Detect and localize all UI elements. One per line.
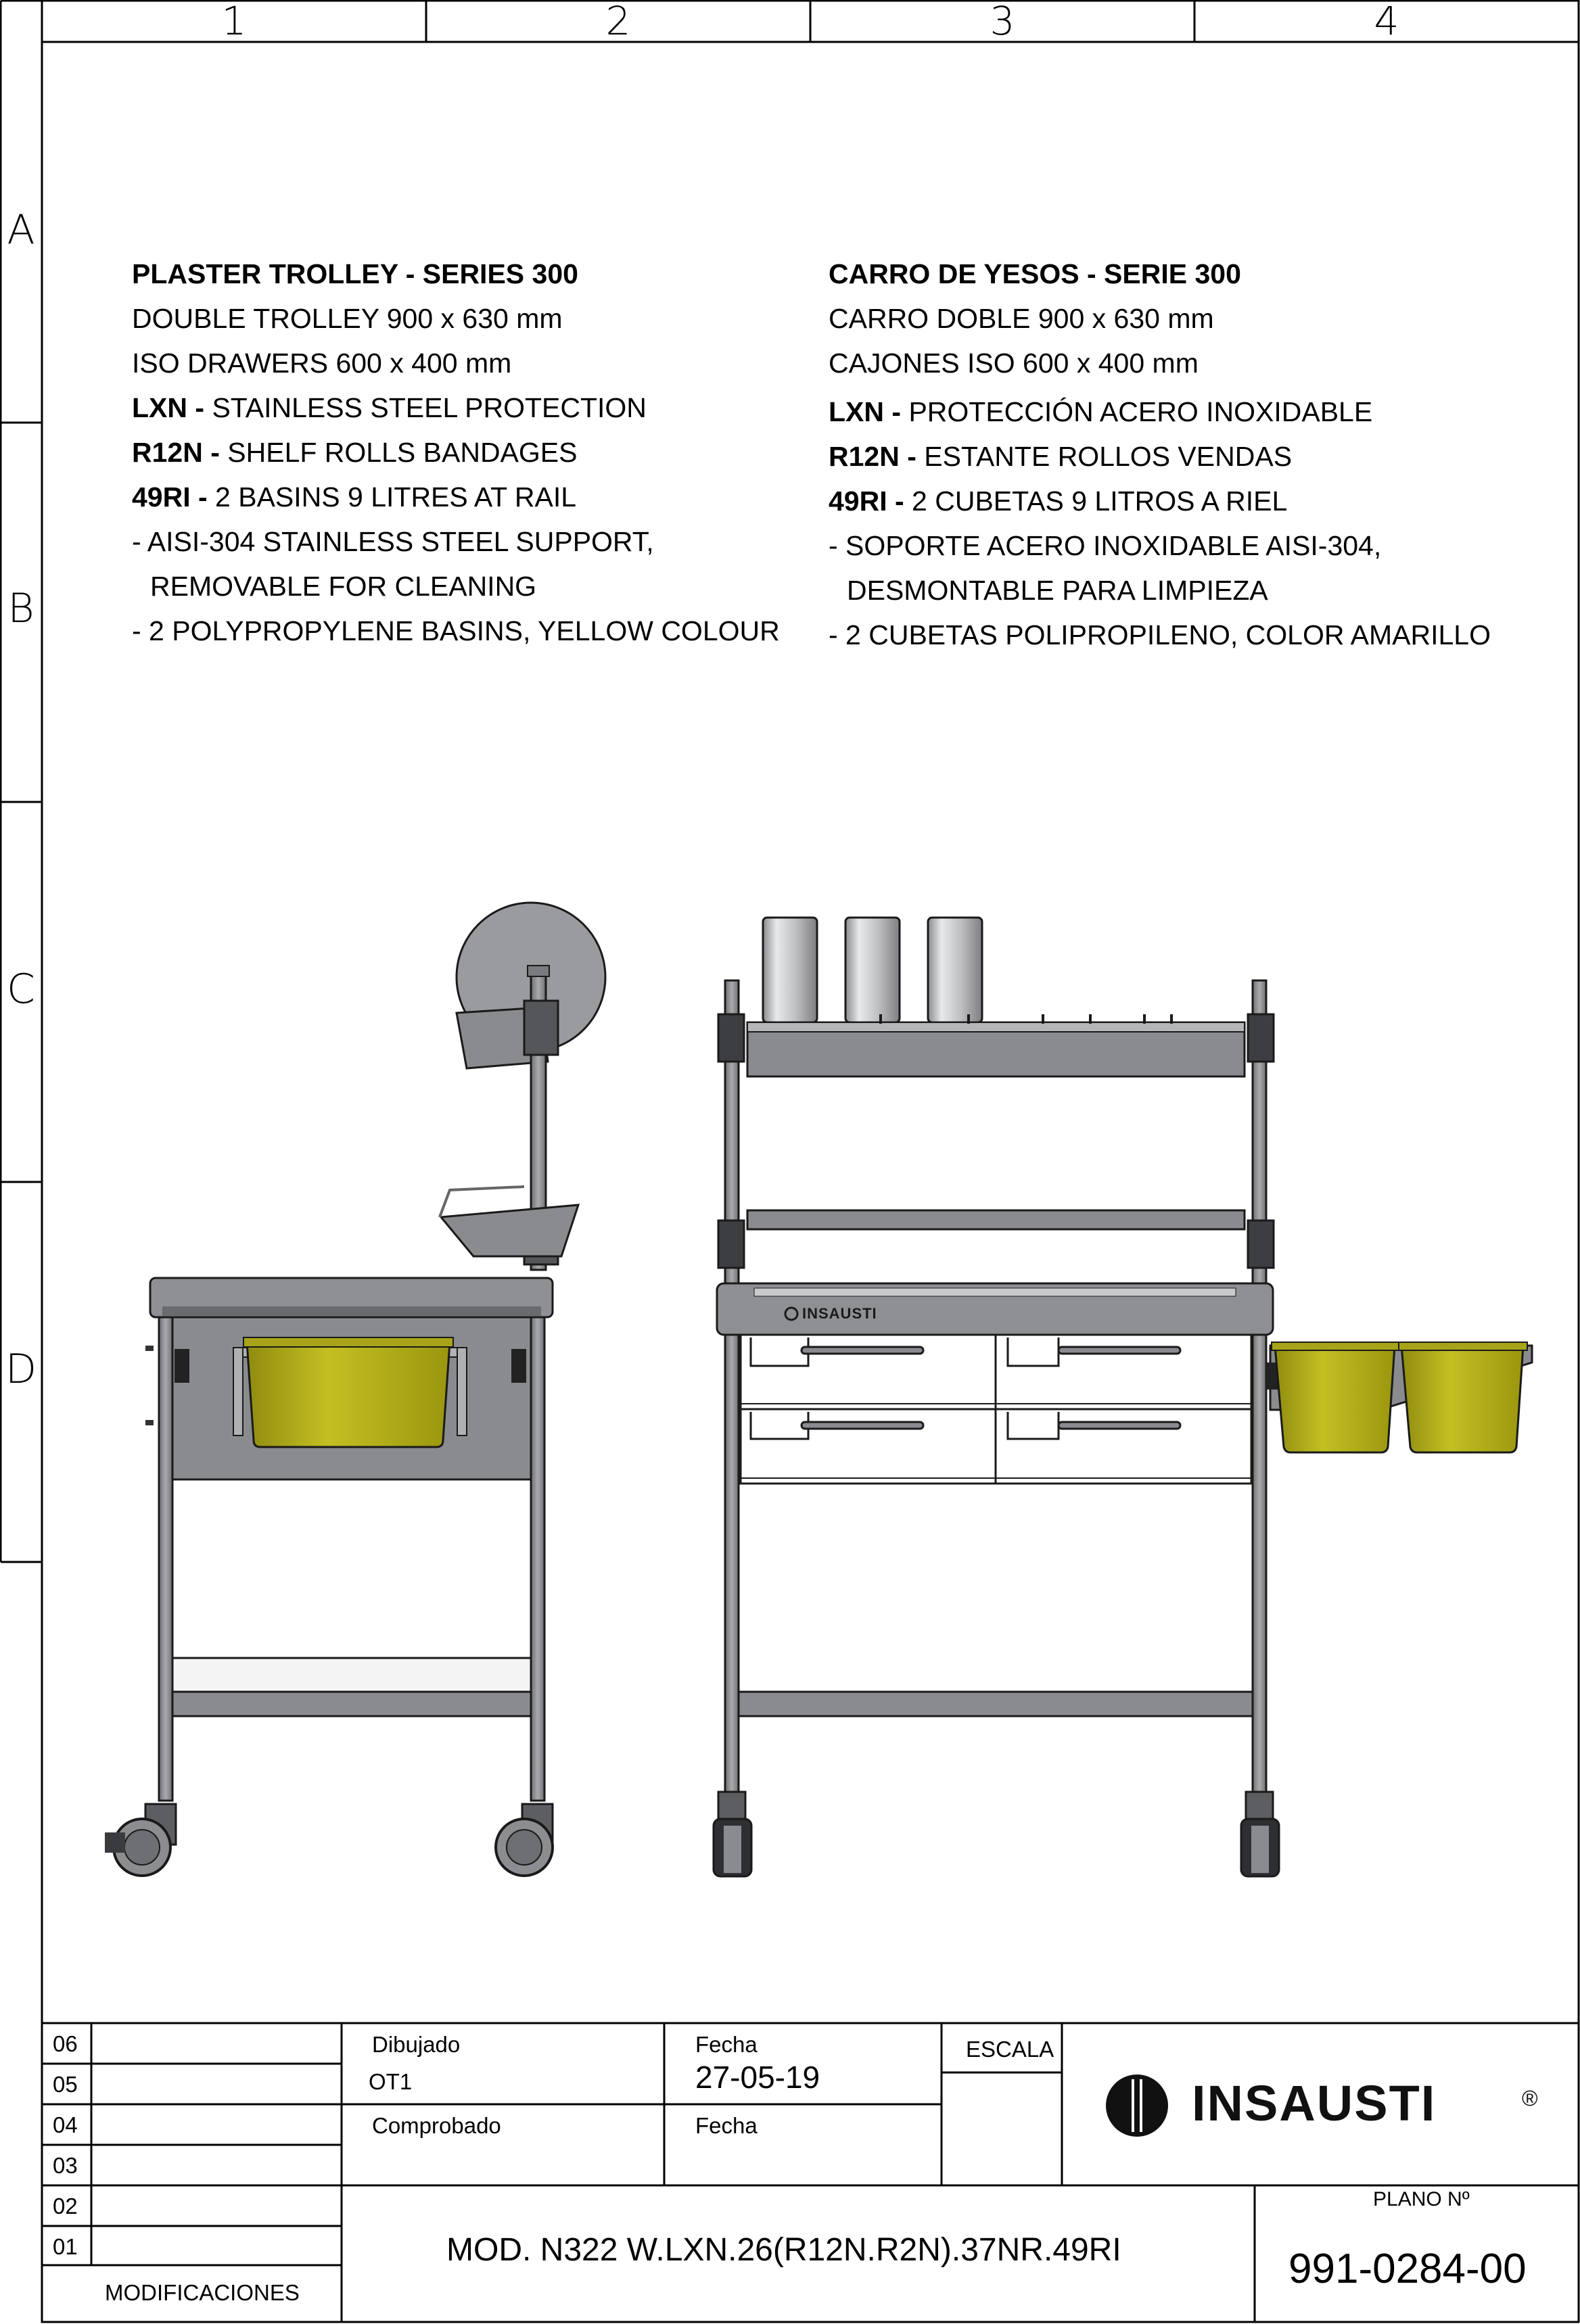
spec-es-bullet1a: - SOPORTE ACERO INOXIDABLE AISI-304, [829,530,1382,561]
spec-en-ri-text: 2 BASINS 9 LITRES AT RAIL [207,481,577,513]
spec-en-bullet2: - 2 POLYPROPYLENE BASINS, YELLOW COLOUR [132,615,780,646]
grid-column-4: 4 [1374,0,1399,44]
comprobado-label: Comprobado [372,2113,501,2138]
spec-en-lxn-code: LXN - [132,392,205,423]
front-brand-label: INSAUSTI [802,1305,877,1322]
spec-en-line2: ISO DRAWERS 600 x 400 mm [132,348,512,379]
spec-es-lxn-code: LXN - [829,396,902,427]
plano-label: PLANO Nº [1373,2188,1470,2210]
dibujado-value: OT1 [369,2069,413,2094]
grid-row-a: A [7,206,35,254]
revision-02: 02 [53,2193,78,2219]
revision-03: 03 [53,2153,78,2178]
spec-es-ri-text: 2 CUBETAS 9 LITROS A RIEL [904,485,1288,517]
model-code: MOD. N322 W.LXN.26(R12N.R2N).37NR.49RI [446,2232,1121,2268]
insausti-logo-icon [1106,2074,1168,2137]
side-leg-left [158,1316,174,1802]
spec-es-line2: CAJONES ISO 600 x 400 mm [829,348,1199,379]
spec-es-line1: CARRO DOBLE 900 x 630 mm [829,303,1214,334]
grid-row-b: B [7,585,34,632]
spec-en-line1: DOUBLE TROLLEY 900 x 630 mm [132,303,563,334]
modificaciones-label: MODIFICACIONES [105,2280,300,2305]
spec-english: PLASTER TROLLEY - SERIES 300 DOUBLE TROL… [132,252,780,653]
front-bottom-shelf [737,1690,1254,1717]
spec-en-r12n-text: SHELF ROLLS BANDAGES [219,437,578,468]
revision-05: 05 [53,2072,78,2097]
fecha-label: Fecha [695,2032,758,2057]
revision-04: 04 [53,2112,78,2137]
spec-en-ri-code: 49RI - [132,481,208,513]
side-basin [246,1341,451,1448]
front-middle-shelf [746,1209,1246,1231]
grid-row-d: D [5,1346,37,1393]
spec-en-bullet1a: - AISI-304 STAINLESS STEEL SUPPORT, [132,526,654,557]
fecha-value: 27-05-19 [695,2060,820,2095]
company-name: INSAUSTI [1192,2075,1437,2131]
grid-row-c: C [7,966,35,1013]
side-lower-tray [439,1204,580,1258]
front-caster-left [712,1791,753,1878]
spec-es-title: CARRO DE YESOS - SERIE 300 [829,258,1241,289]
spec-spanish: CARRO DE YESOS - SERIE 300 CARRO DOBLE 9… [829,252,1491,657]
grid-column-1: 1 [221,0,247,44]
revision-01: 01 [53,2234,78,2259]
spec-es-ri-code: 49RI - [829,485,904,517]
spec-es-bullet2: - 2 CUBETAS POLIPROPILENO, COLOR AMARILL… [829,619,1491,650]
front-caster-right [1240,1791,1280,1878]
spec-en-r12n-code: R12N - [132,437,220,468]
front-drawer-handles [749,1337,1182,1440]
revision-06: 06 [53,2031,78,2056]
side-leg-right [530,1316,546,1802]
spec-en-title: PLASTER TROLLEY - SERIES 300 [132,258,578,289]
spec-es-bullet1b: DESMONTABLE PARA LIMPIEZA [847,575,1268,606]
spec-es-r12n-code: R12N - [829,441,916,472]
fecha2-label: Fecha [695,2113,758,2138]
spec-en-lxn-text: STAINLESS STEEL PROTECTION [204,392,647,423]
registered-mark: ® [1522,2086,1538,2110]
grid-column-3: 3 [990,0,1015,44]
front-basin-1 [1274,1344,1396,1454]
plano-value: 991-0284-00 [1288,2246,1527,2292]
spec-es-lxn-text: PROTECCIÓN ACERO INOXIDABLE [901,396,1373,427]
escala-label: ESCALA [966,2037,1054,2062]
spec-es-r12n-text: ESTANTE ROLLOS VENDAS [916,441,1293,472]
spec-en-bullet1b: REMOVABLE FOR CLEANING [150,571,537,602]
dibujado-label: Dibujado [372,2032,461,2057]
front-basin-2 [1400,1344,1525,1454]
grid-column-2: 2 [605,0,631,44]
